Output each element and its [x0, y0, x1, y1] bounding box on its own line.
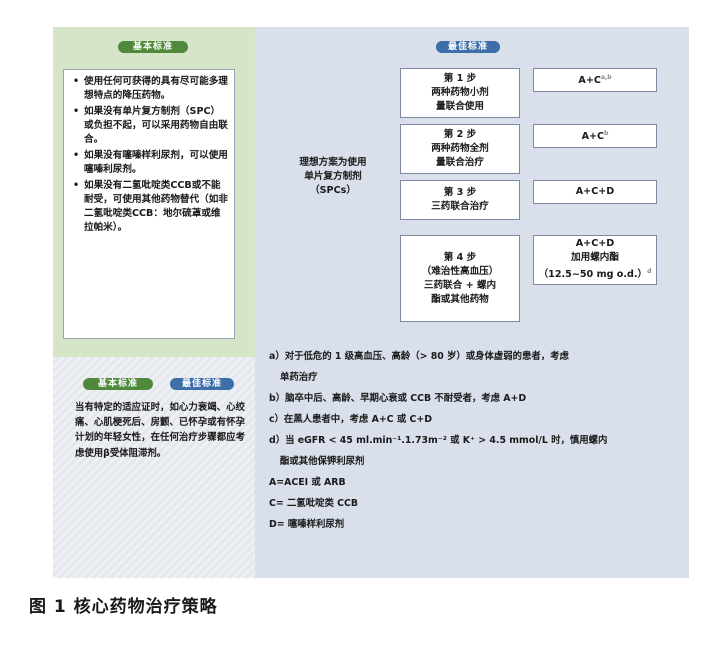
step-2-box: 第 2 步 两种药物全剂 量联合治疗: [400, 124, 520, 174]
step-4-box: 第 4 步 （难治性高血压） 三药联合 + 螺内 酯或其他药物: [400, 235, 520, 322]
note-d-cont: 酯或其他保钾利尿剂: [280, 456, 365, 467]
basic-standard-list: •使用任何可获得的具有尽可能多理想特点的降压药物。 •如果没有单片复方制剂（SP…: [72, 75, 228, 235]
step-4-regimen: A+C+D 加用螺内酯 （12.5~50 mg o.d.）d: [533, 235, 657, 285]
list-item: •如果没有噻嗪样利尿剂，可以使用噻嗪利尿剂。: [73, 150, 228, 175]
step-1-box: 第 1 步 两种药物小剂 量联合使用: [400, 68, 520, 118]
bullet-icon: •: [73, 180, 80, 191]
note-a: a）对于低危的 1 级高血压、高龄（> 80 岁）或身体虚弱的患者，考虑: [269, 351, 569, 362]
step-1-regimen: A+Ca,b: [533, 68, 657, 92]
beta-blocker-panel: [53, 357, 255, 578]
footnote-ref: a,b: [600, 74, 612, 82]
bullet-icon: •: [73, 76, 80, 87]
bullet-icon: •: [73, 150, 80, 161]
note-a-cont: 单药治疗: [280, 372, 318, 383]
legend-c: C= 二氢吡啶类 CCB: [269, 498, 359, 509]
list-item: •使用任何可获得的具有尽可能多理想特点的降压药物。: [73, 76, 228, 101]
legend-d: D= 噻嗪样利尿剂: [269, 519, 345, 530]
list-item: •如果没有二氢吡啶类CCB或不能耐受，可使用其他药物替代（如非二氢吡啶类CCB：…: [73, 180, 228, 233]
bullet-icon: •: [73, 106, 80, 117]
footnote-ref: b: [604, 130, 609, 138]
best-standard-label-2: 最佳标准: [170, 378, 234, 390]
basic-standard-label: 基本标准: [118, 41, 188, 53]
legend-a: A=ACEI 或 ARB: [269, 477, 346, 488]
beta-blocker-note: 当有特定的适应证时，如心力衰竭、心绞痛、心肌梗死后、房颤、已怀孕或有怀孕计划的年…: [75, 402, 245, 459]
list-item: •如果没有单片复方制剂（SPC）或负担不起，可以采用药物自由联合。: [73, 106, 228, 145]
basic-standard-label-2: 基本标准: [83, 378, 153, 390]
step-3-regimen: A+C+D: [533, 180, 657, 204]
footnote-ref: d: [647, 268, 652, 276]
best-standard-label: 最佳标准: [436, 41, 500, 53]
step-3-box: 第 3 步 三药联合治疗: [400, 180, 520, 220]
note-d: d）当 eGFR < 45 ml.min⁻¹.1.73m⁻² 或 K⁺ > 4.…: [269, 435, 608, 446]
step-2-regimen: A+Cb: [533, 124, 657, 148]
basic-standard-box: •使用任何可获得的具有尽可能多理想特点的降压药物。 •如果没有单片复方制剂（SP…: [63, 69, 235, 339]
note-b: b）脑卒中后、高龄、早期心衰或 CCB 不耐受者，考虑 A+D: [269, 393, 527, 404]
footnotes: a）对于低危的 1 级高血压、高龄（> 80 岁）或身体虚弱的患者，考虑 单药治…: [269, 350, 679, 531]
ideal-regimen-text: 理想方案为使用 单片复方制剂 （SPCs）: [299, 157, 367, 196]
note-c: c）在黑人患者中，考虑 A+C 或 C+D: [269, 414, 432, 425]
figure-caption: 图 1 核心药物治疗策略: [29, 597, 218, 617]
